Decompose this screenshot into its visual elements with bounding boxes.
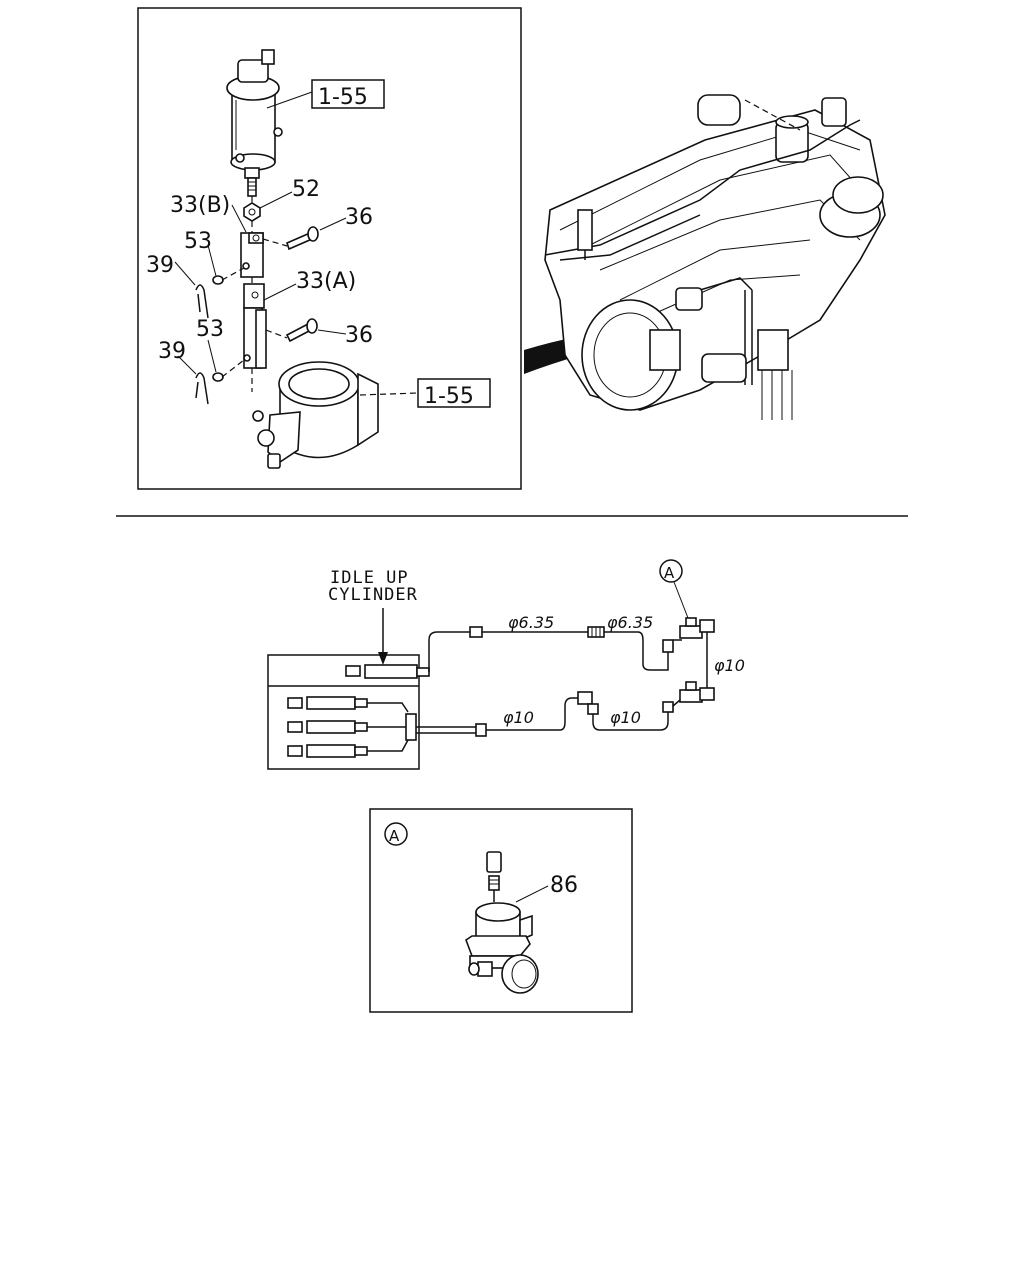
piping-schematic: IDLE UP CYLINDER bbox=[267, 559, 745, 770]
bracket-33a bbox=[243, 283, 267, 369]
callout-39-lower: 39 bbox=[158, 339, 186, 364]
solenoid-valve-86-drawing bbox=[465, 851, 539, 994]
callout-36-lower: 36 bbox=[345, 323, 373, 348]
washer-53-lower bbox=[212, 372, 224, 382]
bolt-36-upper bbox=[286, 226, 319, 251]
ref-box-lower bbox=[417, 378, 491, 408]
ref-label-lower: 1-55 bbox=[424, 384, 474, 409]
actuator-group bbox=[287, 696, 417, 758]
pipe-dia-10-low: φ10 bbox=[610, 708, 641, 727]
callout-33b: 33(B) bbox=[170, 193, 230, 218]
exploded-view-panel: 1-55 1-55 52 33(B) 36 53 39 33(A) 53 36 … bbox=[137, 7, 522, 490]
callout-33a: 33(A) bbox=[296, 269, 356, 294]
reservoir-frame bbox=[267, 654, 420, 770]
callout-36-upper: 36 bbox=[345, 205, 373, 230]
ref-label-upper: 1-55 bbox=[318, 85, 368, 110]
pipe-dia-635-right: φ6.35 bbox=[607, 613, 653, 632]
idle-up-label-line-1: IDLE UP bbox=[330, 568, 409, 588]
ref-box-upper bbox=[311, 79, 385, 109]
view-a-marker: A bbox=[664, 564, 675, 582]
callout-53-upper: 53 bbox=[184, 229, 212, 254]
bolt-36-lower bbox=[285, 318, 318, 343]
idle-up-cylinder-drawing bbox=[226, 49, 283, 179]
nut-52 bbox=[243, 202, 261, 222]
washer-53-upper bbox=[212, 275, 224, 285]
callout-52: 52 bbox=[292, 177, 320, 202]
pipe-dia-10-right: φ10 bbox=[714, 656, 745, 675]
push-rod bbox=[247, 177, 257, 197]
cotter-pin-39-upper bbox=[195, 284, 209, 319]
idle-up-label-line-2: CYLINDER bbox=[328, 585, 418, 605]
callout-39-upper: 39 bbox=[146, 253, 174, 278]
idle-up-cylinder-symbol bbox=[345, 664, 430, 679]
detail-view-a: A 86 bbox=[369, 808, 633, 1013]
cotter-pin-39-lower bbox=[195, 372, 209, 405]
pipe-dia-635-left: φ6.35 bbox=[508, 613, 554, 632]
callout-86: 86 bbox=[550, 873, 578, 898]
bracket-33b bbox=[240, 232, 264, 278]
solenoid-valve-symbol bbox=[679, 617, 715, 703]
pipe-dia-10-mid: φ10 bbox=[503, 708, 534, 727]
callout-53-lower: 53 bbox=[196, 317, 224, 342]
throttle-body-drawing bbox=[252, 361, 379, 469]
detail-view-marker: A bbox=[389, 827, 400, 845]
engine-overview-drawing bbox=[524, 94, 886, 420]
